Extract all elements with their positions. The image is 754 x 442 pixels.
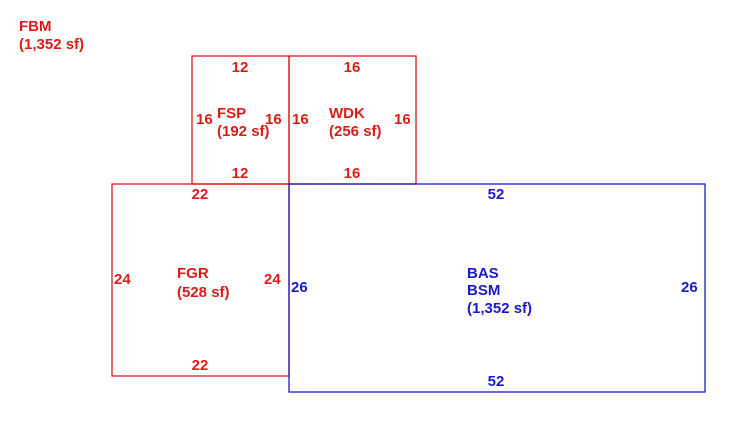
bsm-code: BSM — [467, 282, 500, 299]
bas-left-dim: 26 — [291, 279, 308, 296]
bas-top-dim: 52 — [488, 186, 505, 203]
legend-code: FBM — [19, 18, 52, 35]
fgr-left-dim: 24 — [114, 271, 131, 288]
bas-bottom-dim: 52 — [488, 373, 505, 390]
wdk-code: WDK — [329, 105, 365, 122]
wdk-left-dim: 16 — [292, 111, 309, 128]
wdk-area: (256 sf) — [329, 123, 382, 140]
bas-code: BAS — [467, 265, 499, 282]
fsp-top-dim: 12 — [232, 59, 249, 76]
fsp-area: (192 sf) — [217, 123, 270, 140]
fgr-area: (528 sf) — [177, 284, 230, 301]
fsp-right-dim: 16 — [265, 111, 282, 128]
fsp-left-dim: 16 — [196, 111, 213, 128]
fgr-code: FGR — [177, 265, 209, 282]
fgr-top-dim: 22 — [192, 186, 209, 203]
wdk-top-dim: 16 — [344, 59, 361, 76]
legend-area: (1,352 sf) — [19, 36, 84, 53]
fsp-code: FSP — [217, 105, 246, 122]
bas-outline — [288, 183, 706, 393]
fsp-bottom-dim: 12 — [232, 165, 249, 182]
fgr-right-dim: 24 — [264, 271, 281, 288]
bas-right-dim: 26 — [681, 279, 698, 296]
fgr-bottom-dim: 22 — [192, 357, 209, 374]
wdk-bottom-dim: 16 — [344, 165, 361, 182]
wdk-right-dim: 16 — [394, 111, 411, 128]
bas-area: (1,352 sf) — [467, 300, 532, 317]
